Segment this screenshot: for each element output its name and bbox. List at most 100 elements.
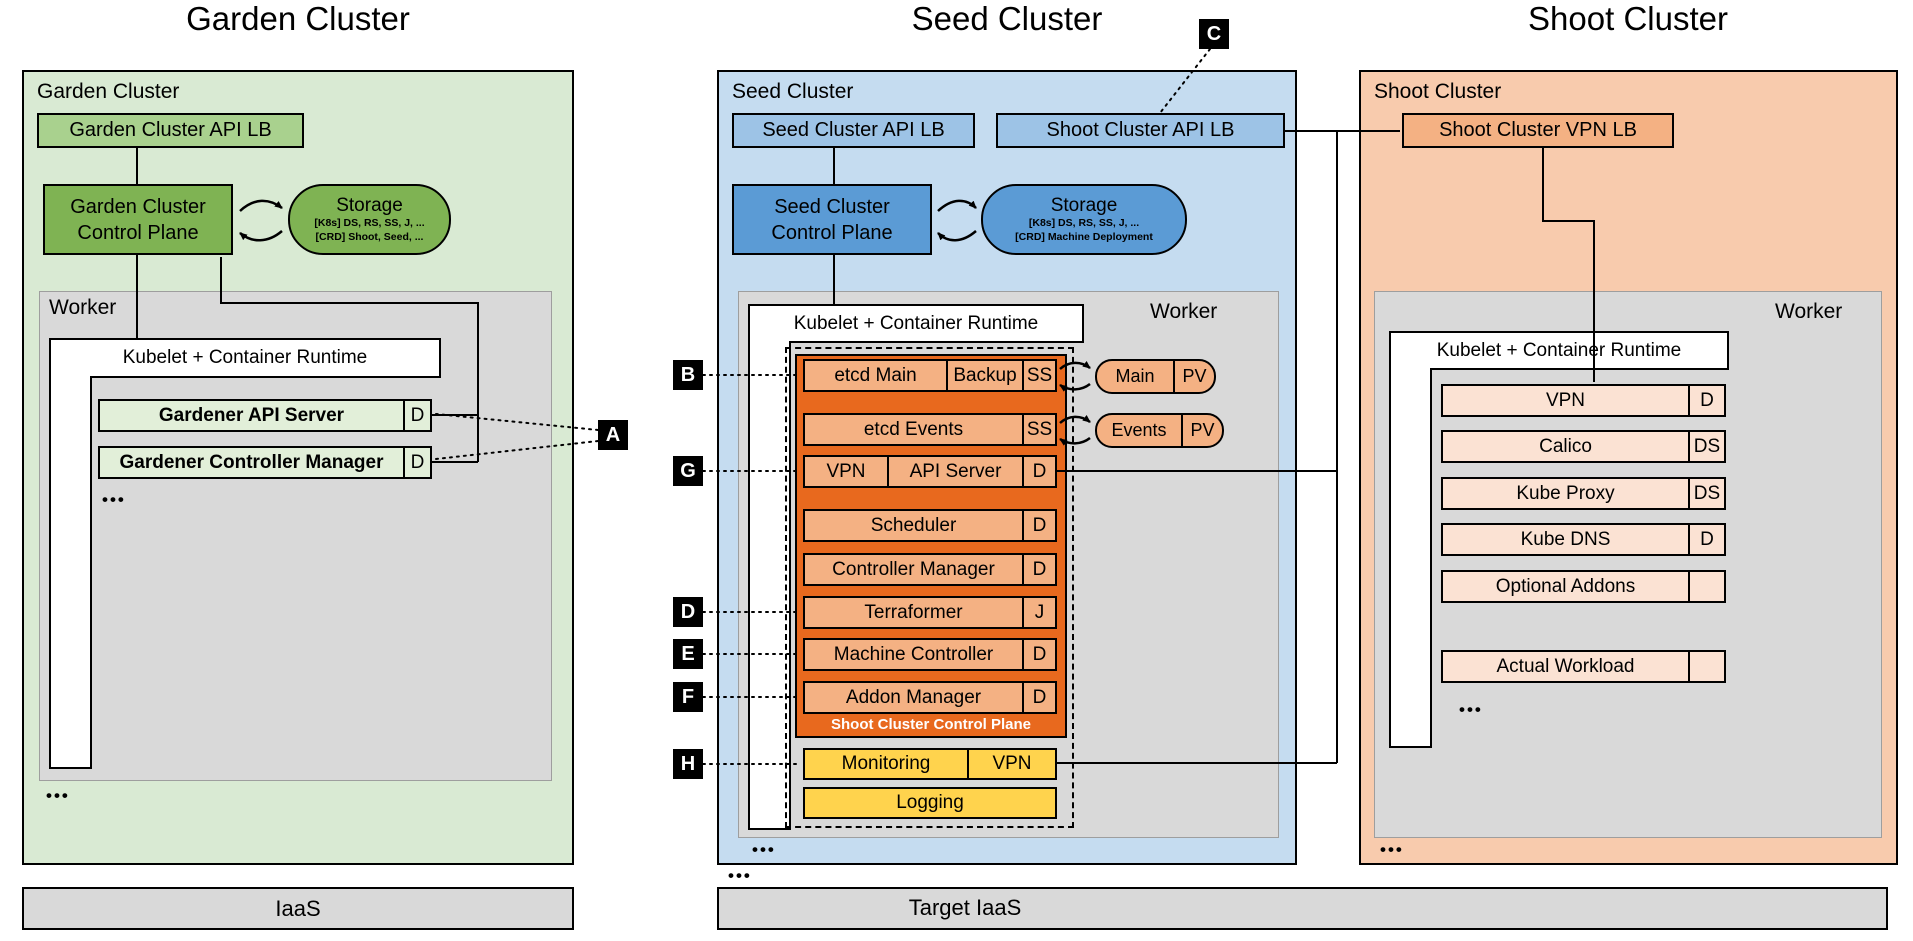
shoot-vpn-label: VPN [1545, 389, 1586, 411]
shoot-vpn-row: VPN D [1441, 384, 1726, 417]
optional-addons-label: Optional Addons [1495, 575, 1636, 597]
controller-manager-label: Controller Manager [832, 558, 995, 580]
shoot-cluster-box-label: Shoot Cluster [1374, 80, 1502, 103]
gardener-api-server-badge: D [403, 401, 430, 430]
controller-manager-badge: D [1022, 555, 1055, 584]
garden-control-plane: Garden Cluster Control Plane [43, 184, 233, 255]
etcd-main-label: etcd Main [834, 364, 917, 386]
seed-worker-ellipsis: ••• [752, 840, 776, 859]
kube-dns-label: Kube DNS [1520, 528, 1611, 550]
seed-cluster-box-label: Seed Cluster [732, 80, 854, 103]
etcd-main-badge: SS [1022, 361, 1055, 390]
seed-api-lb: Seed Cluster API LB [732, 113, 975, 148]
etcd-events-label: etcd Events [863, 418, 964, 440]
tag-c: C [1199, 19, 1229, 49]
gardener-api-server-label: Gardener API Server [158, 404, 345, 426]
kube-dns-row: Kube DNS D [1441, 523, 1726, 556]
tag-d: D [673, 597, 703, 627]
machine-controller-label: Machine Controller [833, 643, 994, 665]
machine-controller-row: Machine Controller D [803, 638, 1057, 671]
gardener-controller-manager-badge: D [403, 448, 430, 477]
controller-manager-row: Controller Manager D [803, 553, 1057, 586]
gardener-controller-manager-label: Gardener Controller Manager [119, 451, 384, 473]
seed-control-plane-line1: Seed Cluster [774, 195, 890, 218]
etcd-events-row: etcd Events SS [803, 413, 1057, 446]
kube-proxy-row: Kube Proxy DS [1441, 477, 1726, 510]
etcd-events-badge: SS [1022, 415, 1055, 444]
calico-label: Calico [1539, 435, 1592, 457]
etcd-events-volume-badge: PV [1181, 415, 1222, 446]
addon-manager-label: Addon Manager [845, 686, 982, 708]
seed-storage-title: Storage [1050, 194, 1118, 216]
tag-e: E [673, 639, 703, 669]
shoot-vpn-lb: Shoot Cluster VPN LB [1402, 113, 1674, 148]
garden-kubelet-strip [49, 376, 92, 769]
shoot-cluster-title: Shoot Cluster [1528, 0, 1728, 37]
etcd-main-volume-name: Main [1115, 366, 1155, 386]
garden-worker-ellipsis: ••• [102, 490, 126, 509]
seed-kubelet-strip [748, 341, 791, 830]
seed-kubelet: Kubelet + Container Runtime [748, 304, 1084, 343]
monitoring-vpn-cell: VPN [967, 750, 1055, 778]
monitoring-label: Monitoring [841, 753, 931, 774]
calico-row: Calico DS [1441, 430, 1726, 463]
vpn-cell: VPN [826, 460, 866, 482]
etcd-events-volume: Events PV [1095, 413, 1224, 448]
terraformer-badge: J [1022, 598, 1055, 627]
shoot-worker-box [1374, 291, 1882, 838]
etcd-main-row: etcd Main Backup SS [803, 359, 1057, 392]
api-server-cell: API Server [887, 457, 1022, 486]
seed-worker-label: Worker [1150, 300, 1218, 323]
target-iaas-bar [717, 887, 1888, 930]
seed-control-plane-line2: Control Plane [771, 221, 893, 244]
calico-badge: DS [1688, 432, 1724, 461]
seed-storage-crd: [CRD] Machine Deployment [1015, 230, 1153, 243]
terraformer-row: Terraformer J [803, 596, 1057, 629]
etcd-main-volume-badge: PV [1173, 361, 1214, 392]
tag-g: G [673, 456, 703, 486]
kube-proxy-label: Kube Proxy [1516, 482, 1615, 504]
actual-workload-label: Actual Workload [1496, 655, 1635, 677]
garden-api-lb: Garden Cluster API LB [37, 113, 304, 148]
actual-workload-row: Actual Workload [1441, 650, 1726, 683]
etcd-events-volume-name: Events [1111, 420, 1167, 440]
addon-manager-badge: D [1022, 683, 1055, 712]
target-iaas-label: Target IaaS [908, 895, 1022, 920]
tag-b: B [673, 360, 703, 390]
seed-storage: Storage [K8s] DS, RS, SS, J, ... [CRD] M… [981, 184, 1187, 255]
shoot-api-lb: Shoot Cluster API LB [996, 113, 1285, 148]
seed-storage-k8s: [K8s] DS, RS, SS, J, ... [1028, 216, 1140, 229]
shoot-kubelet: Kubelet + Container Runtime [1389, 331, 1729, 370]
scheduler-label: Scheduler [870, 514, 957, 536]
garden-storage: Storage [K8s] DS, RS, SS, J, ... [CRD] S… [288, 184, 451, 255]
optional-addons-row: Optional Addons [1441, 570, 1726, 603]
logging-row: Logging [803, 787, 1057, 819]
shoot-rows-ellipsis: ••• [1459, 700, 1483, 719]
vpn-api-server-row: VPN API Server D [803, 455, 1057, 488]
logging-label: Logging [896, 792, 964, 813]
shoot-box-ellipsis: ••• [1380, 840, 1404, 859]
shoot-control-plane-dashed-box [785, 347, 1074, 828]
garden-box-ellipsis: ••• [46, 786, 70, 805]
terraformer-label: Terraformer [864, 601, 963, 623]
garden-worker-label: Worker [49, 296, 117, 319]
optional-addons-badge [1688, 572, 1724, 601]
etcd-main-volume: Main PV [1095, 359, 1216, 394]
gardener-controller-manager-row: Gardener Controller Manager D [98, 446, 432, 479]
garden-control-plane-line1: Garden Cluster [70, 195, 206, 218]
gardener-api-server-row: Gardener API Server D [98, 399, 432, 432]
tag-a: A [598, 420, 628, 450]
scheduler-row: Scheduler D [803, 509, 1057, 542]
garden-storage-k8s: [K8s] DS, RS, SS, J, ... [314, 216, 425, 229]
garden-storage-crd: [CRD] Shoot, Seed, ... [315, 230, 424, 243]
garden-cluster-box-label: Garden Cluster [37, 80, 180, 103]
monitoring-row: Monitoring VPN [803, 748, 1057, 780]
actual-workload-badge [1688, 652, 1724, 681]
scheduler-badge: D [1022, 511, 1055, 540]
shoot-kubelet-strip [1389, 368, 1432, 748]
kube-proxy-badge: DS [1688, 479, 1724, 508]
etcd-main-backup: Backup [946, 361, 1022, 390]
garden-kubelet: Kubelet + Container Runtime [49, 338, 441, 378]
kube-dns-badge: D [1688, 525, 1724, 554]
